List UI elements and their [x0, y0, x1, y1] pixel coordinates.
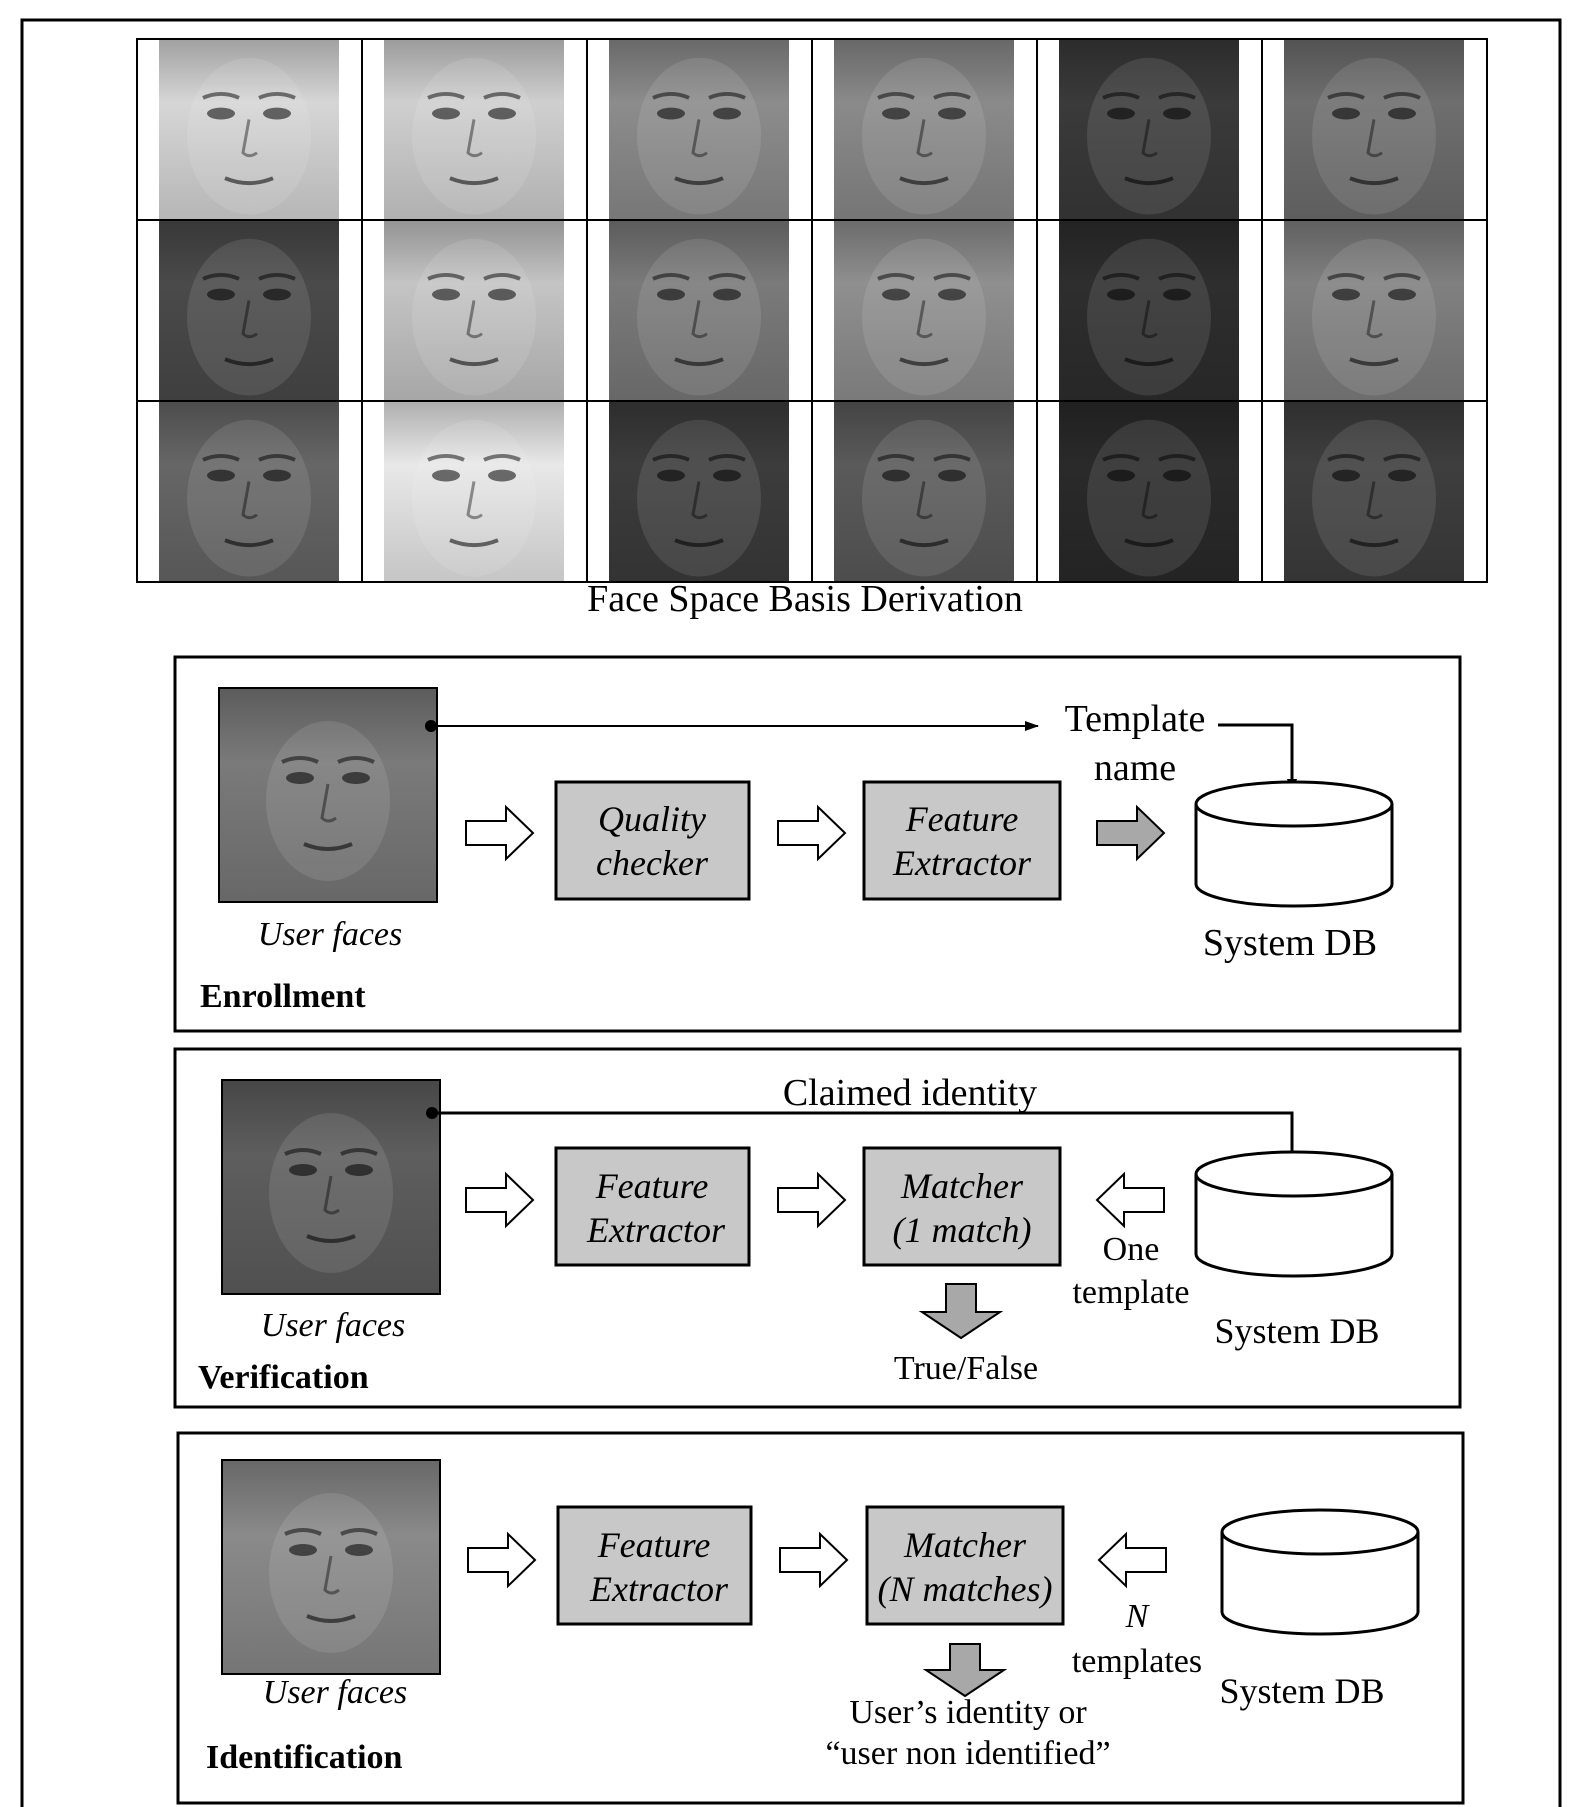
verification-title: Verification [198, 1359, 369, 1396]
verification-db-to-matcher-arrow [1095, 1171, 1165, 1229]
enrollment-template-label: Template [1065, 698, 1206, 740]
gallery-face-2-6 [1261, 219, 1488, 402]
identification-db-to-matcher-arrow [1097, 1531, 1167, 1589]
enrollment-template-to-db-arrow [1218, 723, 1297, 793]
gallery-face-1-4 [811, 38, 1038, 221]
matcher-1-label-2: (1 match) [893, 1210, 1032, 1250]
identification-output-label-2: “user non identified” [825, 1735, 1110, 1772]
gallery-face-2-4 [811, 219, 1038, 402]
quality-checker-label: Quality [598, 799, 706, 839]
identification-flow-arrow-1 [467, 1531, 537, 1589]
gallery-face-2-5 [1036, 219, 1263, 402]
verification-feature-extractor-label-2: Extractor [586, 1210, 726, 1250]
verification-db-label: System DB [1214, 1311, 1379, 1351]
gallery-face-3-1 [136, 400, 363, 583]
gallery-face-3-4 [811, 400, 1038, 583]
enrollment-face-photo [218, 687, 438, 903]
matcher-n-label-2: (N matches) [878, 1569, 1053, 1609]
verification-panel: User faces Verification Claimed identity… [173, 1047, 1462, 1409]
gallery-face-1-2 [361, 38, 588, 221]
enrollment-feature-extractor-box [862, 780, 1062, 901]
identification-output-arrow [922, 1643, 1008, 1698]
identification-face-photo [221, 1459, 441, 1675]
enrollment-flow-arrow-3 [1096, 804, 1166, 862]
enrollment-face-label: User faces [258, 916, 402, 953]
identification-output-label: User’s identity or [849, 1694, 1087, 1731]
claimed-identity-label: Claimed identity [783, 1072, 1037, 1114]
outer-frame [20, 18, 1562, 1807]
matcher-n-box [865, 1505, 1065, 1626]
verification-face-photo [221, 1079, 441, 1295]
quality-checker-box [554, 780, 751, 901]
verification-flow-arrow-2 [777, 1171, 847, 1229]
gallery-face-1-6 [1261, 38, 1488, 221]
gallery-face-2-1 [136, 219, 363, 402]
verification-system-db-icon [1194, 1150, 1394, 1278]
enrollment-title: Enrollment [200, 978, 366, 1015]
identification-db-arrow-label: N [1125, 1598, 1151, 1635]
gallery-face-3-2 [361, 400, 588, 583]
enrollment-flow-arrow-1 [465, 804, 535, 862]
identification-feature-extractor-label-2: Extractor [589, 1569, 729, 1609]
gallery-face-2-2 [361, 219, 588, 402]
quality-checker-label-2: checker [596, 843, 709, 883]
identification-face-label: User faces [263, 1674, 407, 1711]
enrollment-feature-extractor-label: Feature [905, 799, 1019, 839]
gallery-face-1-5 [1036, 38, 1263, 221]
matcher-n-label: Matcher [903, 1525, 1027, 1565]
enrollment-template-label-2: name [1094, 747, 1176, 789]
enrollment-flow-arrow-2 [777, 804, 847, 862]
matcher-1-box [862, 1146, 1062, 1267]
gallery-face-3-6 [1261, 400, 1488, 583]
enrollment-system-db-icon [1194, 780, 1394, 908]
gallery-caption: Face Space Basis Derivation [587, 578, 1023, 620]
verification-db-arrow-label-2: template [1072, 1274, 1189, 1311]
matcher-1-label: Matcher [900, 1166, 1024, 1206]
enrollment-db-label: System DB [1203, 922, 1377, 964]
verification-output-arrow [918, 1283, 1004, 1340]
identification-db-arrow-label-2: templates [1072, 1643, 1202, 1680]
verification-feature-extractor-label: Feature [595, 1166, 709, 1206]
identification-feature-extractor-label: Feature [597, 1525, 711, 1565]
face-gallery [136, 38, 1488, 583]
gallery-face-3-5 [1036, 400, 1263, 583]
identification-feature-extractor-box [556, 1505, 753, 1626]
enrollment-feature-extractor-label-2: Extractor [892, 843, 1032, 883]
identification-panel: User faces Identification Feature Extrac… [176, 1431, 1465, 1805]
gallery-face-3-3 [586, 400, 813, 583]
gallery-face-1-3 [586, 38, 813, 221]
identification-flow-arrow-2 [779, 1531, 849, 1589]
verification-flow-arrow-1 [465, 1171, 535, 1229]
identification-title: Identification [206, 1739, 403, 1776]
gallery-face-1-1 [136, 38, 363, 221]
gallery-face-2-3 [586, 219, 813, 402]
verification-output-label: True/False [894, 1350, 1038, 1387]
verification-feature-extractor-box [554, 1146, 751, 1267]
verification-db-arrow-label: One [1103, 1231, 1160, 1268]
identification-system-db-icon [1220, 1508, 1420, 1636]
verification-face-label: User faces [261, 1307, 405, 1344]
identification-db-label: System DB [1219, 1671, 1384, 1711]
enrollment-panel: User faces Enrollment Template name Qual… [173, 655, 1462, 1033]
